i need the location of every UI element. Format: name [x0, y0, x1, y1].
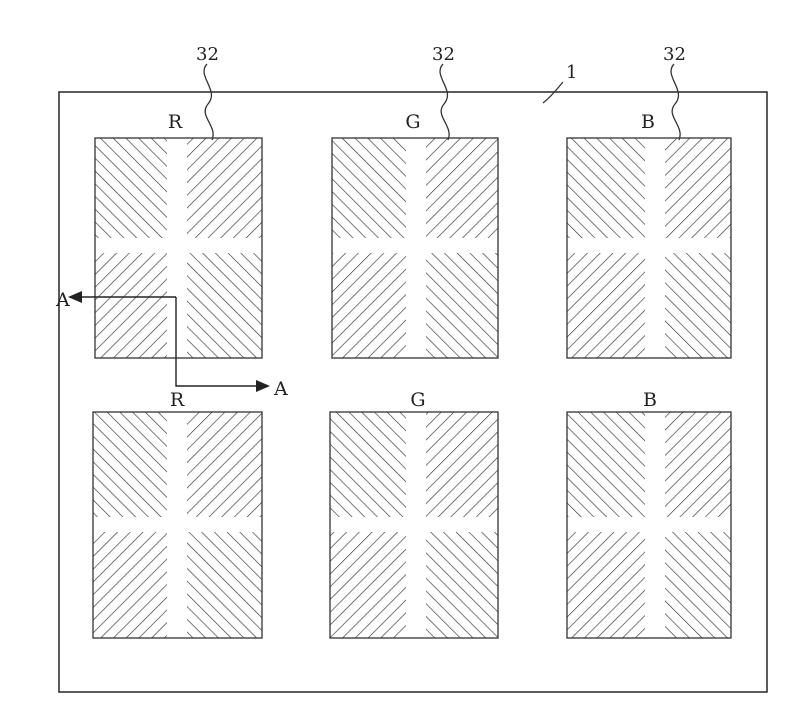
pixel-g-top: G: [332, 111, 498, 358]
arrowhead-right-icon: [256, 380, 270, 392]
pixel-r-top: R: [95, 111, 262, 358]
section-label-right: A: [273, 378, 288, 400]
pixel-color-label: B: [641, 111, 655, 133]
pixel-electrode-hatch: [567, 412, 731, 638]
pixel-g-bottom: G: [330, 389, 498, 638]
pixel-color-label: R: [170, 389, 185, 411]
pixel-electrode-hatch: [95, 138, 262, 358]
pixel-color-label: B: [643, 389, 657, 411]
substrate-label: 1: [543, 62, 577, 103]
section-label-left: A: [55, 289, 70, 311]
pixel-b-top: B: [567, 111, 731, 358]
reference-number: 32: [432, 44, 455, 65]
pixel-color-label: G: [410, 389, 425, 411]
pixel-electrode-hatch: [330, 412, 498, 638]
reference-number: 32: [196, 44, 219, 65]
pixel-electrode-hatch: [332, 138, 498, 358]
pixel-color-label: R: [168, 111, 183, 133]
substrate-number: 1: [566, 62, 577, 83]
reference-number: 32: [663, 44, 686, 65]
pixel-electrode-hatch: [93, 412, 262, 638]
pixel-color-label: G: [405, 111, 420, 133]
pixel-electrode-hatch: [567, 138, 731, 358]
pixel-b-bottom: B: [567, 389, 731, 638]
pixel-r-bottom: R: [93, 389, 262, 638]
arrowhead-left-icon: [68, 291, 82, 303]
